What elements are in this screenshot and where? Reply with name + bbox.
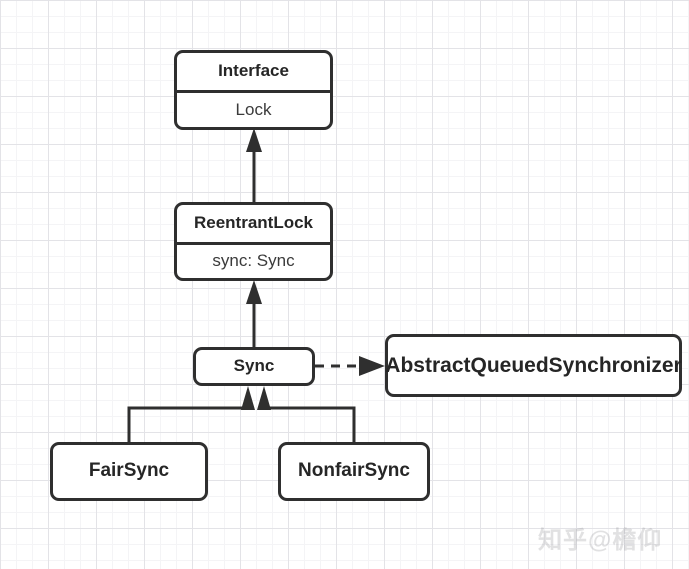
class-box-sync[interactable]: Sync bbox=[193, 347, 315, 386]
edge-nonfairsync-to-sync bbox=[257, 386, 356, 442]
watermark-text: 知乎@檐仰 bbox=[538, 527, 663, 554]
edge-sync-to-aqs bbox=[315, 356, 385, 376]
class-box-sync-name: Sync bbox=[233, 356, 275, 376]
class-box-fairsync-name: FairSync bbox=[88, 460, 170, 482]
class-box-nonfairsync-name: NonfairSync bbox=[298, 460, 410, 482]
class-box-abstract-queued-synchronizer[interactable]: AbstractQueuedSynchronizer bbox=[385, 334, 682, 397]
class-box-reentrantlock-attribute: sync: Sync bbox=[212, 251, 295, 271]
class-box-interface-lock[interactable]: Interface Lock bbox=[174, 50, 333, 130]
edge-fairsync-to-sync bbox=[127, 386, 255, 442]
class-box-interface-stereotype: Interface bbox=[177, 53, 330, 93]
class-box-interface-name: Lock bbox=[235, 99, 272, 119]
class-box-aqs-name: AbstractQueuedSynchronizer bbox=[385, 353, 682, 377]
class-box-reentrantlock[interactable]: ReentrantLock sync: Sync bbox=[174, 202, 333, 281]
class-box-nonfairsync[interactable]: NonfairSync bbox=[278, 442, 430, 501]
edge-sync-to-reentrantlock bbox=[246, 280, 262, 347]
class-box-fairsync[interactable]: FairSync bbox=[50, 442, 208, 501]
class-box-reentrantlock-name: ReentrantLock bbox=[177, 205, 330, 245]
edge-reentrantlock-to-interface bbox=[246, 128, 262, 202]
